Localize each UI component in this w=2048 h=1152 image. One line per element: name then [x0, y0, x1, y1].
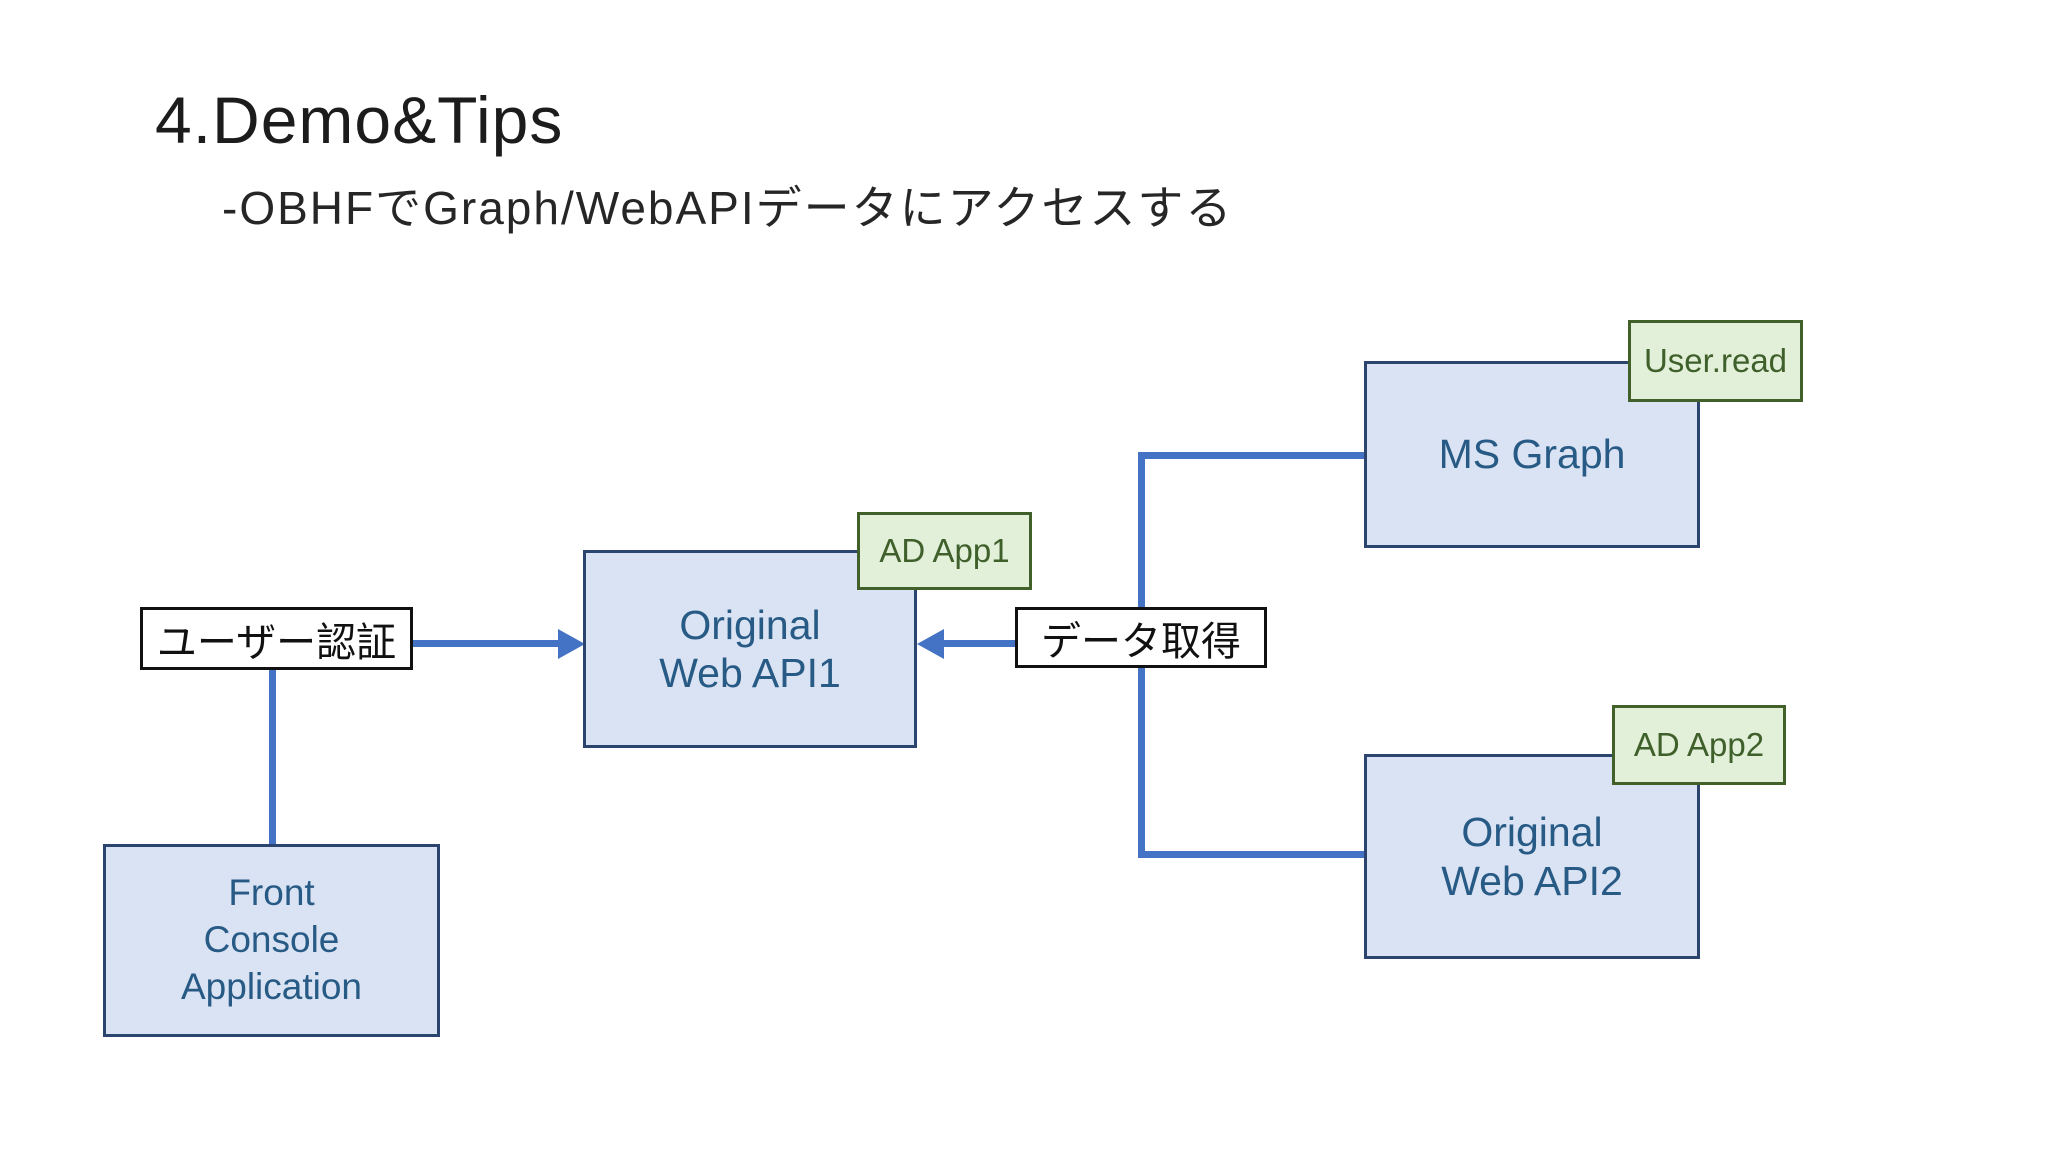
node-ms-graph: MS Graph [1364, 361, 1700, 548]
tag-ad-app2-text: AD App2 [1633, 726, 1765, 763]
node-original-web-api1-label: Original Web API1 [659, 601, 841, 696]
connector-userauth-to-frontconsole [269, 670, 276, 844]
node-original-web-api2: Original Web API2 [1364, 754, 1700, 959]
tag-ad-app2: AD App2 [1612, 705, 1786, 785]
node-front-console-application-label: Front Console Application [180, 872, 362, 1007]
tag-ad-app1-text: AD App1 [879, 532, 1010, 569]
label-box-data-fetch: データ取得 [1015, 607, 1267, 668]
connector-trunk-to-api2 [1138, 851, 1364, 858]
tag-user-read-text: User.read [1643, 342, 1788, 379]
connector-trunk-to-msgraph [1138, 452, 1364, 459]
label-box-data-fetch-text: データ取得 [1041, 619, 1241, 664]
node-ms-graph-label: MS Graph [1438, 431, 1626, 478]
arrowhead-right-icon [558, 629, 585, 659]
connector-datafetch-to-api1 [944, 640, 1015, 647]
node-original-web-api2-label: Original Web API2 [1441, 809, 1623, 904]
slide-subtitle: -OBHFでGraph/WebAPIデータにアクセスする [222, 182, 1234, 234]
tag-ad-app1: AD App1 [857, 512, 1032, 590]
node-front-console-application: Front Console Application [103, 844, 440, 1037]
arrowhead-left-icon [917, 629, 944, 659]
tag-user-read: User.read [1628, 320, 1803, 402]
label-box-user-auth: ユーザー認証 [140, 607, 413, 670]
label-box-user-auth-text: ユーザー認証 [156, 620, 397, 665]
connector-userauth-to-api1 [413, 640, 560, 647]
slide-title: 4.Demo&Tips [155, 83, 564, 157]
